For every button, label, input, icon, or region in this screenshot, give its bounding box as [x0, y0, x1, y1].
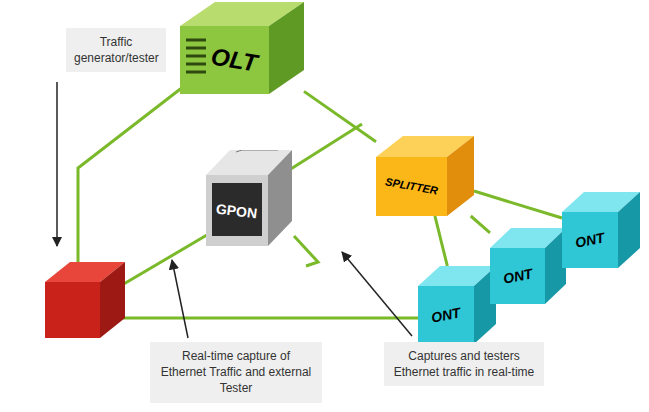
- equipment-box: SPLITTER: [376, 136, 474, 216]
- equipment-box: ONT: [562, 192, 640, 268]
- fiber-connector: [304, 91, 376, 141]
- leader-arrow: [342, 252, 412, 336]
- fiber-connector: [471, 216, 490, 233]
- fiber-wires: [78, 80, 420, 318]
- gpon-device: GPON: [206, 150, 292, 246]
- traffic-generator-box: [45, 262, 125, 338]
- equipment-box: ONT: [418, 266, 496, 344]
- fiber-connector: [474, 191, 562, 218]
- callout-text: Real-time capture of Ethernet Traffic an…: [161, 349, 312, 395]
- device-label: GPON: [216, 201, 259, 220]
- equipment-box: ONT: [490, 228, 566, 304]
- wire: [286, 124, 362, 172]
- wire: [120, 317, 420, 320]
- equipment-box: OLT: [180, 2, 304, 94]
- box-shape: [376, 136, 474, 216]
- leader-arrow: [56, 82, 58, 246]
- callout-box: Captures and testers Ethernet traffic in…: [384, 342, 544, 386]
- callout-box: Traffic generator/tester: [66, 28, 166, 72]
- box-shape: [206, 150, 292, 246]
- wire: [78, 80, 192, 262]
- callout-text: Traffic generator/tester: [74, 35, 159, 65]
- wire-hook: [294, 236, 318, 266]
- box-shape: [180, 2, 304, 94]
- fiber-connector: [435, 216, 447, 266]
- callout-box: Real-time capture of Ethernet Traffic an…: [150, 342, 322, 403]
- wire: [122, 232, 212, 285]
- callout-text: Captures and testers Ethernet traffic in…: [394, 349, 535, 379]
- leader-arrow: [172, 260, 188, 338]
